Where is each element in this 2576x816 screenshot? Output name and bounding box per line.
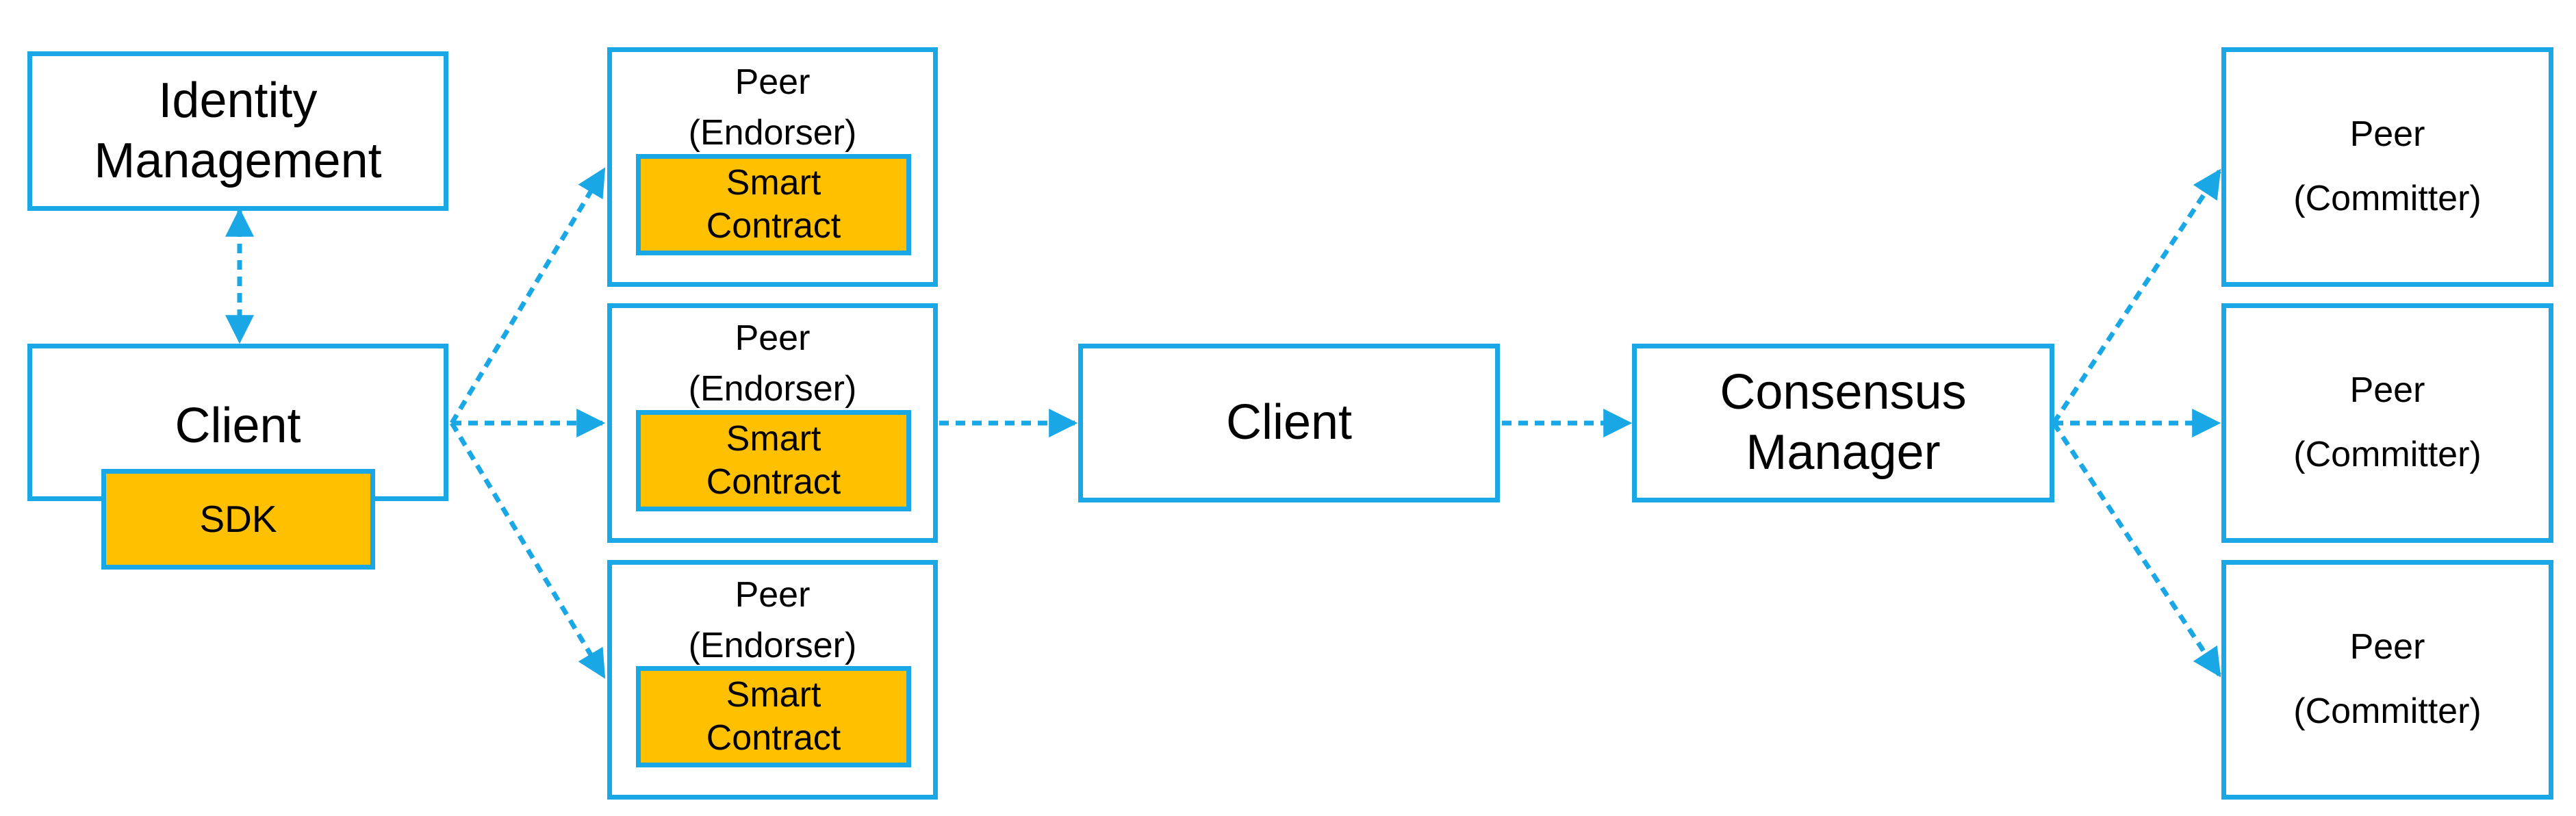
committer-2-line1: Peer bbox=[2349, 370, 2425, 411]
smart-contract-2: Smart Contract bbox=[636, 410, 911, 511]
arrow-consensus-committer-1 bbox=[2052, 168, 2221, 424]
smart-contract-2-line1: Smart bbox=[726, 418, 821, 459]
endorser-1-line2: (Endorser) bbox=[688, 113, 857, 153]
identity-management-box: Identity Management bbox=[27, 51, 448, 211]
consensus-line2: Manager bbox=[1746, 425, 1941, 480]
committer-3-line1: Peer bbox=[2349, 627, 2425, 667]
endorser-2-line1: Peer bbox=[735, 318, 811, 358]
smart-contract-3-line2: Contract bbox=[706, 718, 841, 758]
endorser-2-line2: (Endorser) bbox=[688, 369, 857, 409]
arrow-client-endorser-1 bbox=[449, 167, 607, 424]
sdk-label: SDK bbox=[199, 497, 277, 540]
committer-2-line2: (Committer) bbox=[2293, 435, 2482, 474]
sdk-box: SDK bbox=[101, 469, 375, 570]
committer-peer-3: Peer (Committer) bbox=[2221, 560, 2553, 800]
consensus-line1: Consensus bbox=[1720, 365, 1967, 420]
arrow-consensus-committer-3 bbox=[2052, 422, 2221, 678]
identity-line1: Identity bbox=[158, 73, 318, 128]
committer-peer-1: Peer (Committer) bbox=[2221, 47, 2553, 287]
endorser-1-line1: Peer bbox=[735, 62, 811, 102]
committer-1-line2: (Committer) bbox=[2293, 179, 2482, 218]
arrow-client-endorser-3 bbox=[449, 422, 607, 679]
smart-contract-1-line2: Contract bbox=[706, 206, 841, 246]
smart-contract-2-line2: Contract bbox=[706, 462, 841, 502]
committer-1-line1: Peer bbox=[2349, 114, 2425, 155]
committer-3-line2: (Committer) bbox=[2293, 691, 2482, 731]
endorser-3-line1: Peer bbox=[735, 575, 811, 615]
consensus-manager-box: Consensus Manager bbox=[1632, 344, 2054, 502]
client-mid-label: Client bbox=[1225, 395, 1353, 450]
smart-contract-1-line1: Smart bbox=[726, 162, 821, 203]
smart-contract-3: Smart Contract bbox=[636, 666, 911, 767]
smart-contract-1: Smart Contract bbox=[636, 154, 911, 255]
identity-line2: Management bbox=[94, 133, 382, 188]
smart-contract-3-line1: Smart bbox=[726, 674, 821, 715]
endorser-3-line2: (Endorser) bbox=[688, 626, 857, 665]
committer-peer-2: Peer (Committer) bbox=[2221, 303, 2553, 543]
client-mid-box: Client bbox=[1078, 344, 1500, 502]
client-left-label: Client bbox=[175, 398, 301, 453]
